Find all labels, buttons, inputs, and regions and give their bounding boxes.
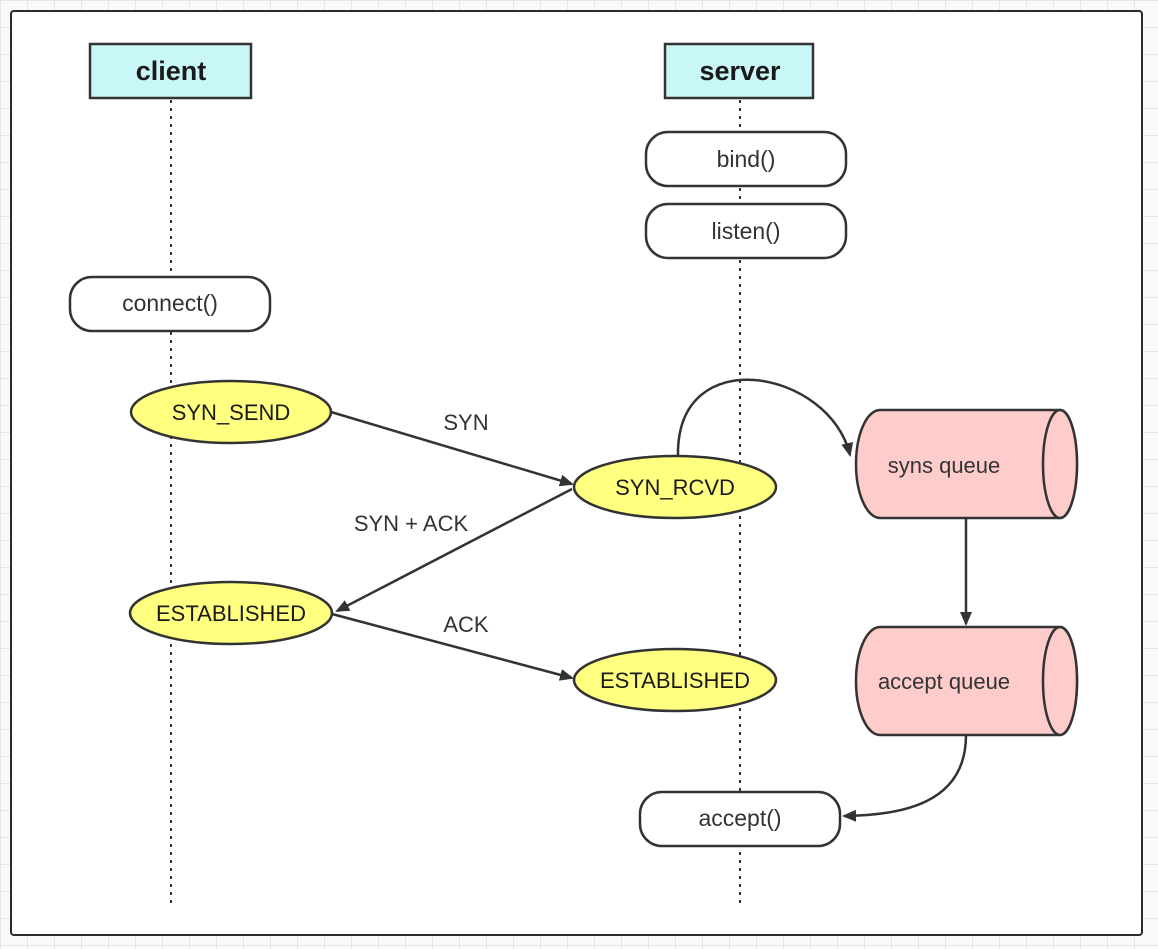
- bind-call-label: bind(): [717, 146, 776, 172]
- syns-queue-cylinder: syns queue: [854, 408, 1079, 520]
- bind-call-box: bind(): [644, 130, 848, 188]
- accept-call-label: accept(): [698, 805, 781, 831]
- syn-arrow: [330, 410, 574, 487]
- syn-message-label: SYN: [443, 410, 488, 435]
- client-syn-send-label: SYN_SEND: [172, 400, 291, 425]
- ack-arrow: [331, 612, 574, 681]
- server-syn-rcvd-state: SYN_RCVD: [572, 454, 778, 520]
- syns-queue-label: syns queue: [888, 453, 1001, 478]
- client-syn-send-state: SYN_SEND: [129, 379, 333, 445]
- client-established-state: ESTABLISHED: [128, 580, 334, 646]
- server-established-label: ESTABLISHED: [600, 668, 750, 693]
- client-header: client: [88, 42, 253, 100]
- accept-queue-to-accept-arrow: [842, 734, 968, 822]
- accept-call-box: accept(): [638, 790, 842, 848]
- accept-queue-cylinder: accept queue: [854, 625, 1079, 737]
- server-established-state: ESTABLISHED: [572, 647, 778, 713]
- syn-ack-message-label: SYN + ACK: [354, 511, 469, 536]
- listen-call-label: listen(): [711, 218, 780, 244]
- syn-ack-arrow: [335, 487, 573, 613]
- server-header: server: [663, 42, 815, 100]
- client-established-label: ESTABLISHED: [156, 601, 306, 626]
- server-syn-rcvd-label: SYN_RCVD: [615, 475, 735, 500]
- listen-call-box: listen(): [644, 202, 848, 260]
- server-header-label: server: [699, 56, 781, 86]
- connect-call-box: connect(): [68, 275, 272, 333]
- client-header-label: client: [136, 56, 207, 86]
- accept-queue-label: accept queue: [878, 669, 1010, 694]
- ack-message-label: ACK: [443, 612, 489, 637]
- syn-rcvd-to-syns-queue-arrow: [676, 378, 854, 457]
- connect-call-label: connect(): [122, 290, 218, 316]
